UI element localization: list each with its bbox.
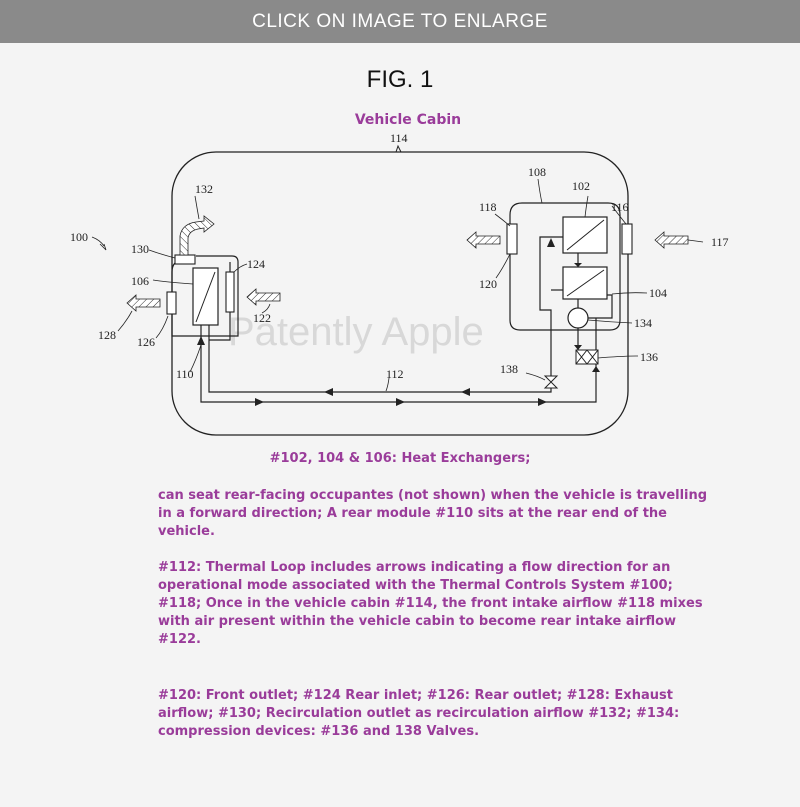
- label-104: 104: [649, 286, 667, 300]
- click-to-enlarge-banner[interactable]: CLICK ON IMAGE TO ENLARGE: [0, 0, 800, 43]
- label-122: 122: [253, 311, 271, 325]
- label-136: 136: [640, 350, 658, 364]
- label-124: 124: [247, 257, 265, 271]
- hx104-diagonal: [566, 269, 605, 297]
- label-106: 106: [131, 274, 149, 288]
- recirculation-airflow-132: [179, 215, 215, 256]
- label-100: 100: [70, 230, 88, 244]
- label-117: 117: [711, 235, 729, 249]
- loop-front-left: [539, 236, 563, 376]
- outlet-126: [166, 291, 177, 315]
- inlet-116: [621, 223, 633, 255]
- label-128: 128: [98, 328, 116, 342]
- paragraph-rear-module: can seat rear-facing occupantes (not sho…: [158, 488, 708, 539]
- paragraph-thermal-loop: #112: Thermal Loop includes arrows indic…: [158, 560, 703, 647]
- figure-title: FIG. 1: [366, 66, 434, 93]
- flow-arrows: [197, 238, 600, 406]
- airflow-118: [466, 231, 501, 249]
- paragraph-components: #120: Front outlet; #124 Rear inlet; #12…: [158, 688, 680, 739]
- label-126: 126: [137, 335, 155, 349]
- label-116: 116: [611, 200, 629, 214]
- inlet-124: [225, 271, 235, 313]
- hx106-diagonal: [195, 271, 216, 323]
- label-108: 108: [528, 165, 546, 179]
- thermal-loop-inner: [208, 325, 552, 393]
- label-134: 134: [634, 316, 652, 330]
- rear-intake-airflow-122: [246, 288, 281, 306]
- vehicle-cabin-label: Vehicle Cabin: [354, 112, 462, 128]
- valve-138: [543, 375, 559, 389]
- loop-104-return: [588, 294, 613, 319]
- label-110: 110: [176, 367, 194, 381]
- label-118: 118: [479, 200, 497, 214]
- hx102-diagonal: [566, 219, 605, 251]
- recirculation-outlet-130: [174, 254, 196, 265]
- watermark: Patently Apple: [228, 310, 484, 354]
- label-102: 102: [572, 179, 590, 193]
- label-114: 114: [390, 131, 408, 145]
- compression-device-134: [567, 307, 589, 329]
- outlet-120: [506, 223, 518, 255]
- front-module-108: [509, 202, 621, 331]
- exhaust-airflow-128: [126, 294, 161, 312]
- front-intake-airflow-117: [654, 231, 689, 249]
- label-112: 112: [386, 367, 404, 381]
- valve-136: [575, 349, 599, 365]
- label-138: 138: [500, 362, 518, 376]
- valve-136-cross: [575, 349, 599, 365]
- label-132: 132: [195, 182, 213, 196]
- cabin-leader: [395, 144, 402, 153]
- label-120: 120: [479, 277, 497, 291]
- label-130: 130: [131, 242, 149, 256]
- heat-exchangers-heading: #102, 104 & 106: Heat Exchangers;: [269, 451, 531, 466]
- heat-exchanger-106: [192, 267, 219, 326]
- leader-lines: [91, 178, 704, 392]
